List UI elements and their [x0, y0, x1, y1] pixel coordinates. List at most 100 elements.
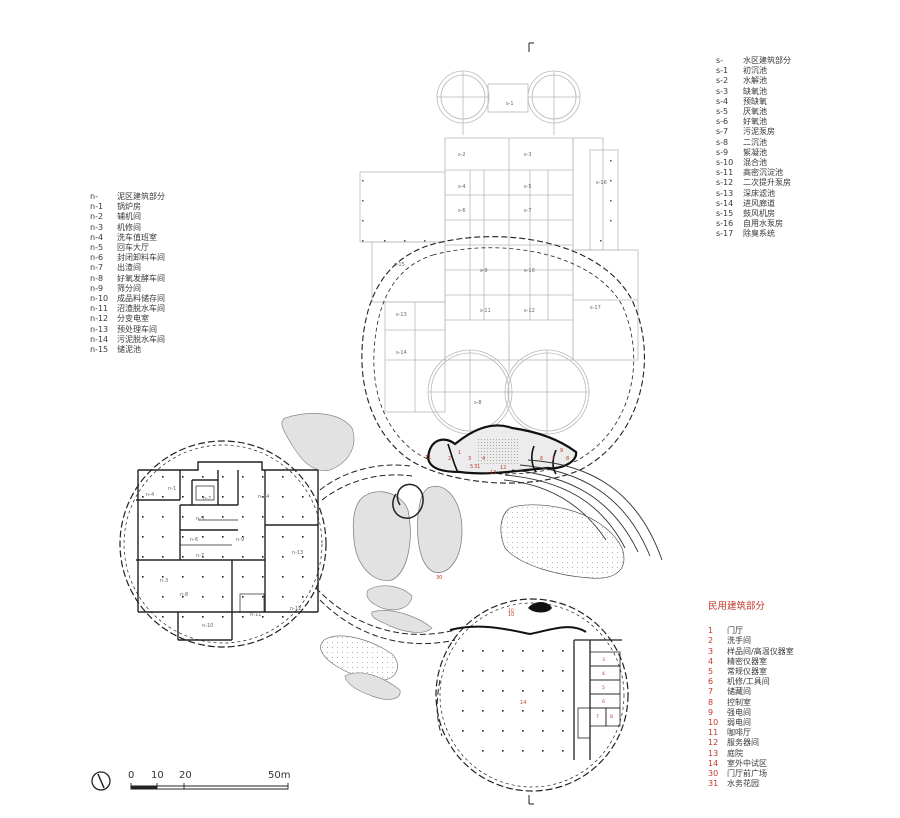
column-dot [542, 730, 544, 732]
legend-n-code: n-1 [90, 202, 104, 212]
column-dot [282, 596, 284, 598]
civil-room-tag: 7 [552, 456, 556, 462]
legend-civil-title: 民用建筑部分 [708, 601, 766, 612]
water-area-envelope [361, 236, 645, 484]
column-dot [202, 476, 204, 478]
legend-civil-code: 11 [708, 728, 719, 738]
column-dot [162, 536, 164, 538]
water-room-tag: s-7 [524, 208, 532, 214]
water-room-tag: s-2 [458, 152, 466, 158]
sludge-area-columns [142, 476, 304, 618]
legend-civil-label: 常规仪器室 [727, 667, 767, 677]
legend-civil-label: 精密仪器室 [727, 656, 767, 666]
water-room-tag: s-11 [480, 308, 491, 314]
legend-n-row: n-13 预处理车间 [90, 325, 165, 335]
column-dot [182, 616, 184, 618]
legend-n-code: n-13 [90, 324, 109, 334]
column-dot [482, 710, 484, 712]
section-marker-bottom [528, 795, 534, 805]
legend-n-row: n-泥区建筑部分 [90, 192, 165, 202]
civil-room-tag: 3 [468, 456, 472, 462]
legend-s-label: 絮凝池 [743, 147, 767, 157]
legend-n-row: n-6 封闭卸料车间 [90, 253, 165, 263]
legend-n-label: 封闭卸料车间 [117, 253, 165, 263]
column-dot [162, 556, 164, 558]
column-dot [142, 556, 144, 558]
column-dot [522, 650, 524, 652]
legend-s-label: 自用水泵房 [743, 219, 783, 229]
civil-area-columns [462, 650, 564, 752]
scale-label-50m: 50m [268, 770, 291, 781]
column-dot [282, 536, 284, 538]
legend-n-label: 储泥池 [117, 345, 141, 355]
legend-s-label: 缺氧池 [743, 86, 767, 96]
legend-s-code: s-10 [716, 158, 734, 168]
column-dot [242, 576, 244, 578]
water-room-tag: s-8 [474, 400, 482, 406]
civil-room-tag: 6 [540, 456, 544, 462]
column-dot [302, 556, 304, 558]
legend-s-code: s- [716, 56, 724, 65]
sludge-room-tag: n-10 [202, 623, 214, 629]
legend-n-label: 泥区建筑部分 [117, 192, 165, 201]
svg-text:10: 10 [508, 608, 514, 614]
legend-civil-label: 弱电间 [727, 718, 751, 728]
legend-n-label: 预处理车间 [117, 324, 157, 334]
legend-civil-label: 门厅 [727, 626, 743, 636]
legend-n-code: n-6 [90, 253, 104, 263]
legend-s-code: s-14 [716, 198, 734, 208]
scale-label-20: 20 [179, 770, 192, 781]
dotted-lawn-right [500, 504, 625, 579]
column-dot [262, 536, 264, 538]
column-dot [502, 650, 504, 652]
legend-civil-label: 水务花园 [727, 779, 759, 789]
column-dot [222, 556, 224, 558]
civil-room-tag: 31 [474, 464, 481, 470]
water-room-tag: s-5 [524, 184, 532, 190]
legend-n-code: n-8 [90, 273, 104, 283]
legend-s-code: s-12 [716, 178, 734, 188]
legend-civil-label: 服务器间 [727, 738, 759, 748]
column-dot [222, 576, 224, 578]
column-dot [482, 650, 484, 652]
column-dot [522, 750, 524, 752]
svg-text:8: 8 [610, 714, 613, 720]
civil-room-tag: 10 [508, 612, 515, 618]
column-dot [262, 556, 264, 558]
legend-s-label: 厌氧池 [743, 107, 767, 117]
water-room-tag: s-17 [590, 305, 601, 311]
legend-civil-code: 30 [708, 769, 719, 779]
civil-room-tag: 5 [470, 464, 474, 470]
section-marker-top [528, 42, 534, 52]
column-dot [522, 690, 524, 692]
column-dot [462, 730, 464, 732]
legend-n-label: 筛分间 [117, 283, 141, 293]
column-dot [302, 496, 304, 498]
column-dot [282, 616, 284, 618]
column-dot [242, 616, 244, 618]
legend-n-label: 成品料储存间 [117, 294, 165, 304]
column-dot [242, 536, 244, 538]
scale-label-0: 0 [128, 770, 135, 781]
legend-n-code: n-11 [90, 304, 109, 314]
